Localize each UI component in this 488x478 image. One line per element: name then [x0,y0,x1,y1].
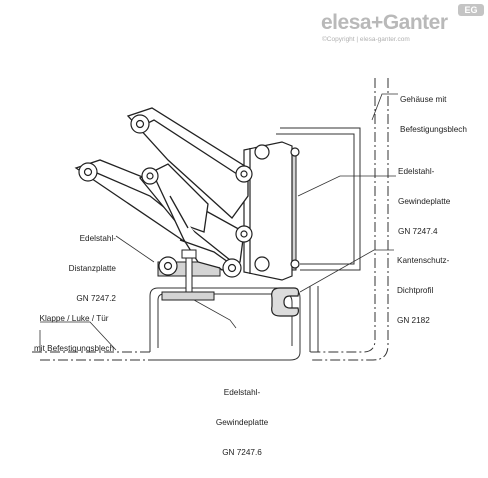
edge-protection-profile [271,287,300,317]
hinge-assembly-diagram: elesa+Ganter EG ©Copyright | elesa-gante… [28,4,484,457]
label-threaded-plate-bottom-line1: Edelstahl- [223,388,261,397]
label-flap: Klappe / Luke / Tür mit Befestigungsblec… [28,294,120,374]
screw-bolt [181,249,197,293]
technical-drawing [32,78,398,361]
hinge-housing-bracket [243,141,300,281]
brand-badge: EG [458,4,484,16]
label-flap-line1: Klappe / Luke / Tür [39,314,109,323]
label-housing: Gehäuse mit Befestigungsblech [400,75,467,155]
flap-outline [32,286,319,361]
pivot-pins [78,114,253,278]
label-threaded-plate-top: Edelstahl- Gewindeplatte GN 7247.4 [398,147,450,257]
label-spacer-plate-line3: GN 7247.2 [76,294,116,303]
label-spacer-plate-line2: Distanzplatte [68,264,116,273]
label-edge-profile-line1: Kantenschutz- [397,256,450,265]
label-spacer-plate: Edelstahl- Distanzplatte GN 7247.2 [56,214,116,324]
label-flap-line2: mit Befestigungsblech [33,344,115,353]
hinge-arms [74,107,249,271]
label-edge-profile-line3: GN 2182 [397,316,430,325]
label-spacer-plate-line1: Edelstahl- [79,234,116,243]
leader-lines [39,93,398,352]
housing-outline [276,78,389,361]
label-housing-line1: Gehäuse mit [400,95,447,104]
label-threaded-plate-top-line1: Edelstahl- [398,167,435,176]
copyright-text: ©Copyright | elesa-ganter.com [322,36,410,43]
label-threaded-plate-bottom: Edelstahl- Gewindeplatte GN 7247.6 [210,368,274,478]
label-threaded-plate-bottom-line3: GN 7247.6 [222,448,262,457]
label-housing-line2: Befestigungsblech [400,125,467,134]
label-threaded-plate-top-line2: Gewindeplatte [398,197,451,206]
brand-logo: elesa+Ganter [321,11,448,34]
label-threaded-plate-bottom-line2: Gewindeplatte [215,418,269,427]
label-edge-profile-line2: Dichtprofil [397,286,434,295]
threaded-plate-bottom [161,291,215,301]
label-edge-profile: Kantenschutz- Dichtprofil GN 2182 [397,236,449,346]
label-threaded-plate-top-line3: GN 7247.4 [398,227,438,236]
